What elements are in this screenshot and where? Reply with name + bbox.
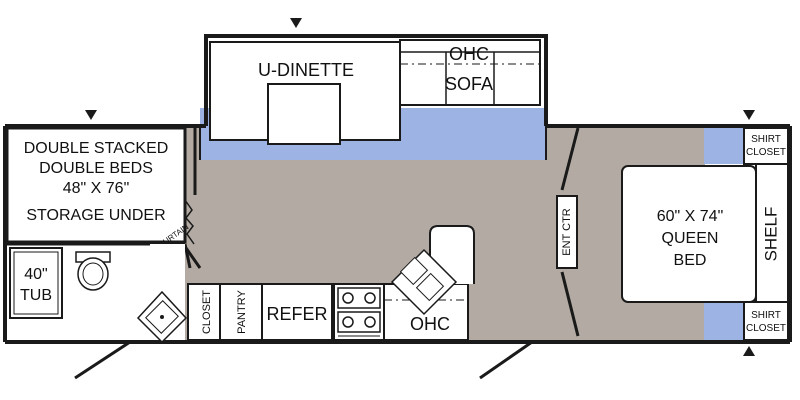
shirt-closet-top	[743, 127, 789, 165]
shirt-closet-top-label-1: SHIRT	[751, 134, 781, 145]
partition-left	[184, 247, 202, 269]
refer-label: REFER	[266, 304, 327, 324]
pantry	[219, 283, 263, 341]
bedroom-floor-strip-top	[704, 126, 744, 164]
curtain-line	[184, 199, 195, 245]
shirt-closet-bot-label-1: SHIRT	[751, 310, 781, 321]
triangle-marker-icon	[743, 346, 755, 356]
sink-icon	[390, 248, 458, 316]
tub-label-1: 40"	[24, 266, 47, 283]
shirt-closet-bottom	[743, 301, 789, 341]
bedroom-wall-upper	[560, 127, 580, 191]
bunk-label-1: DOUBLE STACKED	[24, 140, 169, 157]
tub	[9, 247, 63, 319]
bedroom-wall-lower	[560, 271, 580, 337]
bath-wall-left	[183, 243, 192, 269]
ent-ctr-label: ENT CTR	[561, 208, 573, 256]
ent-ctr	[556, 195, 578, 269]
closet	[187, 283, 221, 341]
stove-icon	[333, 283, 385, 341]
shelf	[755, 163, 789, 303]
bed-label-1: 60" X 74"	[657, 208, 724, 225]
shirt-closet-bot-label-2: CLOSET	[746, 323, 786, 334]
bunk-label-3: 48" X 76"	[63, 180, 130, 197]
closet-label: CLOSET	[201, 290, 213, 334]
sink-icon	[136, 290, 188, 344]
sofa-label: SOFA	[445, 74, 493, 94]
tub-inner	[13, 251, 59, 315]
ohc-kitchen-label: OHC	[410, 314, 450, 334]
shirt-closet-top-label-2: CLOSET	[746, 147, 786, 158]
sofa	[399, 39, 541, 106]
slide-out-wall	[204, 34, 548, 126]
triangle-marker-icon	[85, 110, 97, 120]
triangle-marker-icon	[290, 18, 302, 28]
door-icon	[479, 340, 533, 380]
bed-label-2: QUEEN	[662, 230, 719, 247]
dinette-label: U-DINETTE	[258, 60, 354, 80]
bunk-label-2: DOUBLE BEDS	[39, 160, 153, 177]
tub-label-2: TUB	[20, 287, 52, 304]
bedroom-floor-strip-bot	[704, 302, 744, 340]
ohc-top-label: OHC	[449, 44, 489, 64]
shelf-label: SHELF	[761, 207, 780, 262]
dinette-table	[267, 83, 341, 145]
door-icon	[74, 340, 131, 380]
triangle-marker-icon	[743, 110, 755, 120]
toilet-icon	[75, 251, 111, 291]
refrigerator	[261, 283, 333, 341]
bed-label-3: BED	[674, 252, 707, 269]
bunk-label-4: STORAGE UNDER	[26, 207, 165, 224]
pantry-label: PANTRY	[236, 290, 248, 334]
